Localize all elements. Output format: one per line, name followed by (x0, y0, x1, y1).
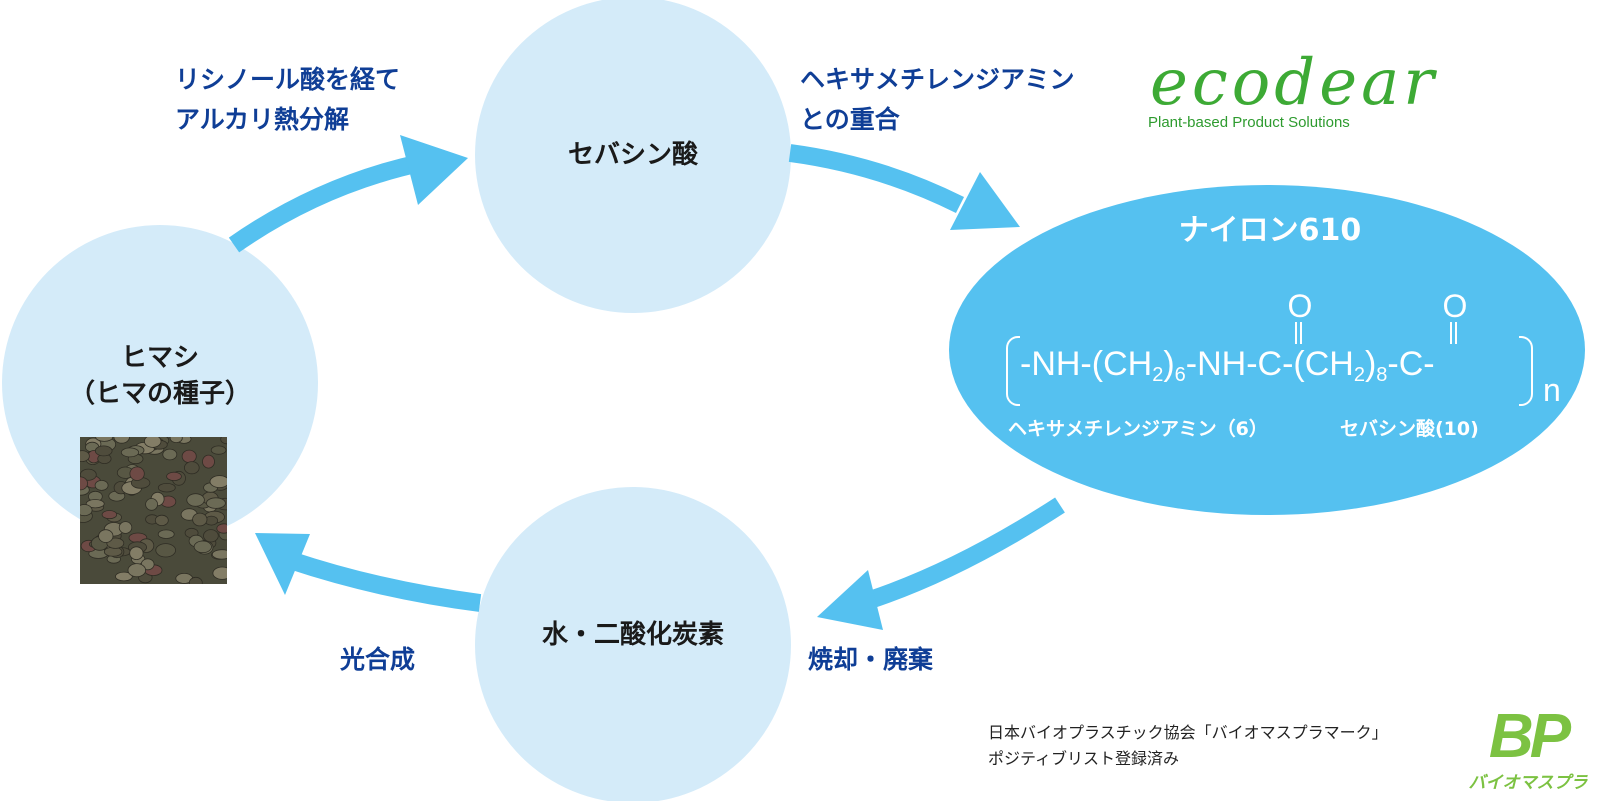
seed-texture (94, 445, 113, 457)
seed-texture (94, 480, 109, 491)
seed-texture (203, 529, 219, 543)
formula-sub2b: 8 (1376, 364, 1388, 386)
seed-texture (210, 445, 227, 455)
seed-texture (145, 498, 158, 511)
bp-caption: バイオマスプラ (1468, 773, 1588, 793)
seed-texture (155, 543, 176, 558)
arrow-castor-to-sebacic (228, 135, 468, 253)
arrow-sebacic-to-nylon (788, 144, 1020, 230)
seed-texture (220, 437, 227, 445)
certification-notice: 日本バイオプラスチック協会「バイオマスプラマーク」 ポジティブリスト登録済み (988, 720, 1388, 772)
seed-texture (115, 571, 133, 582)
seed-texture (211, 549, 227, 560)
seed-texture (193, 540, 212, 554)
seed-texture (162, 448, 178, 461)
seed-texture (127, 563, 147, 578)
step-polymerization-line1: ヘキサメチレンジアミン (800, 65, 1075, 94)
arrow-water-to-castor (255, 533, 482, 612)
seed-texture (186, 493, 205, 507)
seed-texture (95, 437, 114, 442)
seed-texture (85, 499, 105, 509)
formula-part3: -C- (1387, 345, 1435, 383)
ecodear-tagline: Plant-based Product Solutions (1148, 114, 1350, 131)
certification-line1: 日本バイオプラスチック協会「バイオマスプラマーク」 (988, 723, 1388, 742)
seed-texture (188, 576, 203, 584)
certification-line2: ポジティブリスト登録済み (988, 749, 1180, 768)
water-co2-node (475, 487, 791, 801)
carbonyl-oxygen-2: O (1442, 288, 1468, 324)
double-bond-2 (1450, 322, 1457, 344)
biomass-pla-logo: BP バイオマスプラ (1462, 702, 1594, 798)
carbonyl-oxygen-1: O (1287, 288, 1313, 324)
formula-sub1: 2 (1152, 364, 1164, 386)
castor-label: ヒマシ （ヒマの種子） (40, 340, 280, 412)
seed-texture (120, 447, 140, 458)
sebacic-acid-label: セバシン酸 (567, 140, 698, 170)
seed-texture (101, 510, 118, 520)
castor-label-line1: ヒマシ (120, 343, 199, 373)
seed-texture (202, 454, 215, 469)
seed-texture (129, 546, 144, 560)
water-co2-label: 水・二酸化炭素 (541, 620, 724, 650)
step-photosynthesis: 光合成 (340, 645, 416, 674)
formula-part1: -NH-(CH (1020, 345, 1153, 383)
formula-bracket-left (1006, 336, 1020, 406)
seed-texture (154, 514, 169, 527)
ecodear-wordmark: ecodear (1150, 46, 1438, 120)
monomer-label-sebacic: セバシン酸(10) (1340, 418, 1479, 440)
ecodear-logo: ecodear Plant-based Product Solutions (1148, 46, 1438, 131)
seed-texture (80, 476, 88, 491)
repeat-n: n (1543, 372, 1561, 408)
seed-texture (98, 529, 114, 543)
monomer-label-hmda: ヘキサメチレンジアミン（6） (1008, 418, 1268, 440)
seed-texture (184, 461, 200, 475)
seed-texture (166, 471, 182, 482)
step-alkali-fusion: リシノール酸を経て アルカリ熱分解 (175, 60, 400, 140)
bp-mark: BP (1488, 702, 1571, 771)
seed-texture (80, 504, 93, 517)
step-polymerization: ヘキサメチレンジアミン との重合 (800, 60, 1075, 140)
seed-texture (192, 512, 208, 527)
step-alkali-fusion-line1: リシノール酸を経て (175, 65, 401, 94)
seed-texture (212, 566, 227, 580)
seed-texture (129, 466, 145, 481)
seed-texture (181, 449, 197, 464)
formula-sub2: 2 (1353, 364, 1365, 386)
seed-texture (209, 475, 227, 488)
step-incineration: 焼却・廃棄 (808, 645, 934, 674)
seed-texture (157, 483, 176, 493)
seed-texture (80, 450, 90, 462)
sebacic-acid-node (475, 0, 791, 313)
castor-label-line2: （ヒマの種子） (68, 379, 251, 409)
castor-seed-photo (80, 437, 227, 584)
seed-texture (118, 521, 133, 534)
step-alkali-fusion-line2: アルカリ熱分解 (175, 105, 350, 134)
arrow-nylon-to-water (817, 497, 1065, 630)
seed-texture (157, 529, 175, 539)
nylon-title: ナイロン610 (1178, 213, 1362, 248)
nylon-node (949, 185, 1585, 515)
nylon-formula: -NH-(CH2)6-NH-C-(CH2)8-C- (1020, 345, 1435, 386)
formula-sub1b: 6 (1174, 364, 1186, 386)
double-bond-1 (1295, 322, 1302, 344)
seed-texture (113, 437, 130, 444)
formula-part2: -NH-C-(CH (1185, 345, 1354, 383)
step-polymerization-line2: との重合 (800, 105, 900, 134)
seed-texture (216, 523, 227, 534)
seed-texture (169, 437, 183, 443)
seed-texture (144, 437, 162, 448)
formula-bracket-right (1519, 336, 1533, 406)
seed-texture (205, 497, 226, 509)
